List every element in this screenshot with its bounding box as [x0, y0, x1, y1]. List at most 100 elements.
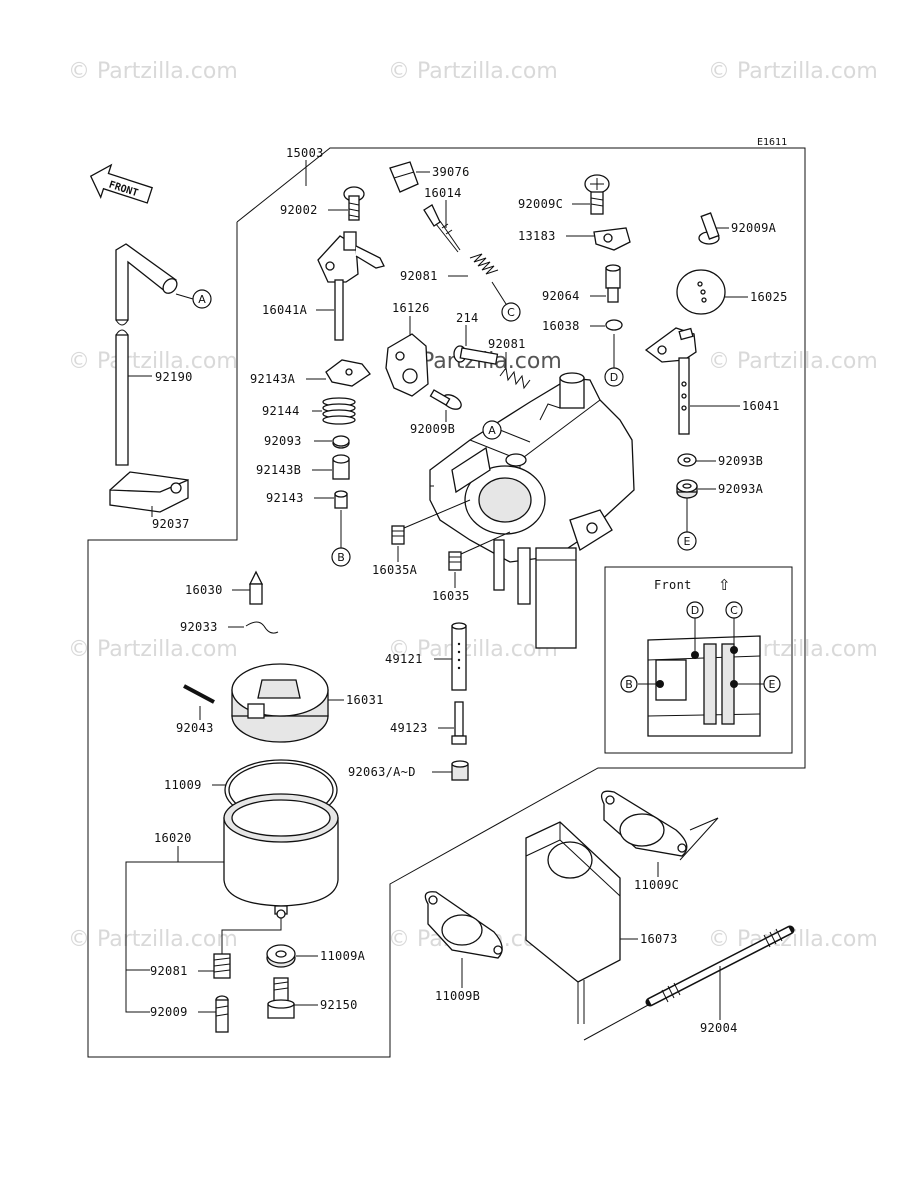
leader-16035a-pipe: [403, 499, 471, 529]
label-92081-mid: 92081: [488, 337, 526, 351]
label-49121: 49121: [385, 652, 423, 666]
nipple-16035a: [391, 525, 405, 545]
washer-92093: [332, 435, 350, 449]
plate-92143a: [325, 359, 371, 387]
screw-92009a: [698, 212, 720, 245]
callout-a-body: [482, 420, 502, 440]
stud-guide-line: [583, 1003, 651, 1041]
bracket-16020: [125, 846, 179, 1013]
float-valve-16030: [248, 570, 264, 605]
collar-92143b: [332, 454, 350, 480]
label-92063: 92063/A~D: [348, 765, 416, 779]
callout-c: [501, 302, 521, 322]
inset-title: Front: [654, 578, 692, 592]
label-92002: 92002: [280, 203, 318, 217]
label-39076: 39076: [432, 165, 470, 179]
fuel-hose-92190: [115, 243, 178, 466]
label-92064: 92064: [542, 289, 580, 303]
watermark-text: © Partzilla.com: [68, 59, 238, 84]
label-16025: 16025: [750, 290, 788, 304]
plate-16126: [385, 333, 429, 397]
callout-e: [677, 531, 697, 551]
label-16035: 16035: [432, 589, 470, 603]
cover-16025: [676, 269, 726, 315]
bolt-92150: [267, 977, 295, 1019]
bushing-92093a: [676, 479, 698, 499]
label-16014: 16014: [424, 186, 462, 200]
label-92009c: 92009C: [518, 197, 563, 211]
label-16041: 16041: [742, 399, 780, 413]
label-92043: 92043: [176, 721, 214, 735]
spring-92144: [322, 397, 356, 425]
label-16031: 16031: [346, 693, 384, 707]
watermark-text: © Partzilla.com: [68, 349, 238, 374]
spring-92081-top: [469, 253, 499, 275]
screw-92009: [215, 995, 229, 1033]
label-92033: 92033: [180, 620, 218, 634]
label-92190: 92190: [155, 370, 193, 384]
label-49123: 49123: [390, 721, 428, 735]
label-15003: 15003: [286, 146, 324, 160]
clamp-92037: [109, 471, 189, 513]
inset-callout-b: B: [625, 678, 633, 691]
callout-a: [192, 289, 212, 309]
callout-c-label: C: [507, 306, 515, 319]
label-16041a: 16041A: [262, 303, 308, 317]
gasket-11009c: [600, 790, 719, 861]
label-11009a: 11009A: [320, 949, 366, 963]
inset-callout-c: C: [730, 604, 738, 617]
float-bowl-16020: [223, 793, 339, 919]
callout-b: [331, 547, 351, 567]
label-16126: 16126: [392, 301, 430, 315]
leader-c: [491, 281, 507, 305]
clip-92033: [245, 621, 279, 634]
callout-a-body-label: A: [488, 424, 496, 437]
pilot-jet-49123: [451, 701, 467, 745]
callout-d: [604, 367, 624, 387]
collar-92143: [334, 490, 348, 509]
jet-92063: [451, 760, 469, 781]
label-92081-bottom: 92081: [150, 964, 188, 978]
emulsion-tube-49121: [451, 622, 467, 691]
washer-11009a: [266, 944, 296, 968]
needle-16014: [423, 204, 461, 253]
label-214: 214: [456, 311, 479, 325]
leader-16035-pipe: [460, 531, 511, 555]
label-11009: 11009: [164, 778, 202, 792]
label-92144: 92144: [262, 404, 300, 418]
screw-214: [453, 345, 499, 365]
label-16073: 16073: [640, 932, 678, 946]
label-92093a: 92093A: [718, 482, 764, 496]
label-92081-top: 92081: [400, 269, 438, 283]
gasket-11009b: [424, 891, 503, 959]
label-13183: 13183: [518, 229, 556, 243]
label-16035a: 16035A: [372, 563, 418, 577]
leader-a-body: [499, 429, 531, 443]
callout-b-label: B: [337, 551, 345, 564]
label-92009b: 92009B: [410, 422, 455, 436]
label-92093: 92093: [264, 434, 302, 448]
label-92004: 92004: [700, 1021, 738, 1035]
label-16030: 16030: [185, 583, 223, 597]
label-92150: 92150: [320, 998, 358, 1012]
assembly-boundary: [87, 147, 806, 1058]
watermark-text: © Partzilla.com: [68, 927, 238, 952]
label-11009c: 11009C: [634, 878, 679, 892]
callout-a-label: A: [198, 293, 206, 306]
callout-d-label: D: [610, 371, 618, 384]
label-92009: 92009: [150, 1005, 188, 1019]
o-ring-16038: [605, 319, 623, 331]
front-arrow: FRONT: [89, 163, 154, 204]
watermark-text: © Partzilla.com: [68, 637, 238, 662]
choke-shaft-16041: [644, 327, 697, 435]
inset-front-view: Front ⇧ D C B E: [604, 566, 793, 754]
label-92093b: 92093B: [718, 454, 763, 468]
carburetor-body: [429, 372, 635, 649]
jet-92064: [605, 264, 621, 303]
watermark-text: © Partzilla.com: [388, 637, 558, 662]
label-92009a: 92009A: [731, 221, 777, 235]
screw-92002: [343, 186, 365, 221]
insulator-16073: [525, 821, 621, 1024]
label-16038: 16038: [542, 319, 580, 333]
